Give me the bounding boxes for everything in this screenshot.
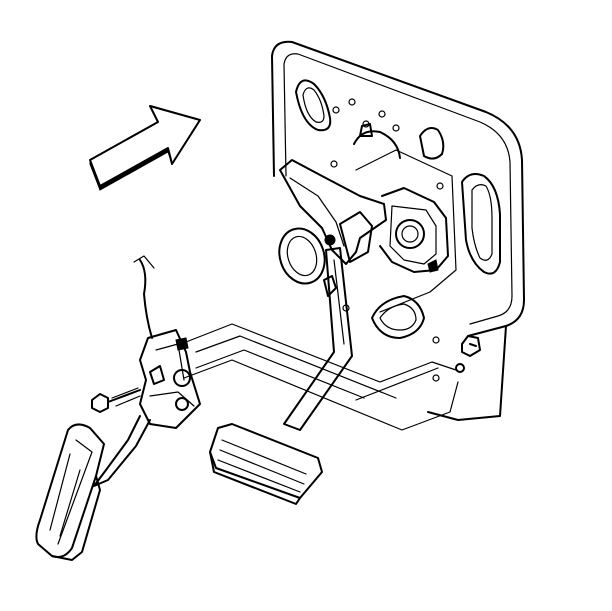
dash-panel [271, 40, 525, 421]
brake-pedal-pad [209, 423, 323, 505]
accelerator-pedal-module [91, 255, 201, 487]
direction-arrow-icon [89, 105, 201, 191]
brake-pedal-bracket [278, 159, 449, 431]
harness-routing [183, 323, 459, 431]
accelerator-pedal-pad [35, 423, 105, 561]
